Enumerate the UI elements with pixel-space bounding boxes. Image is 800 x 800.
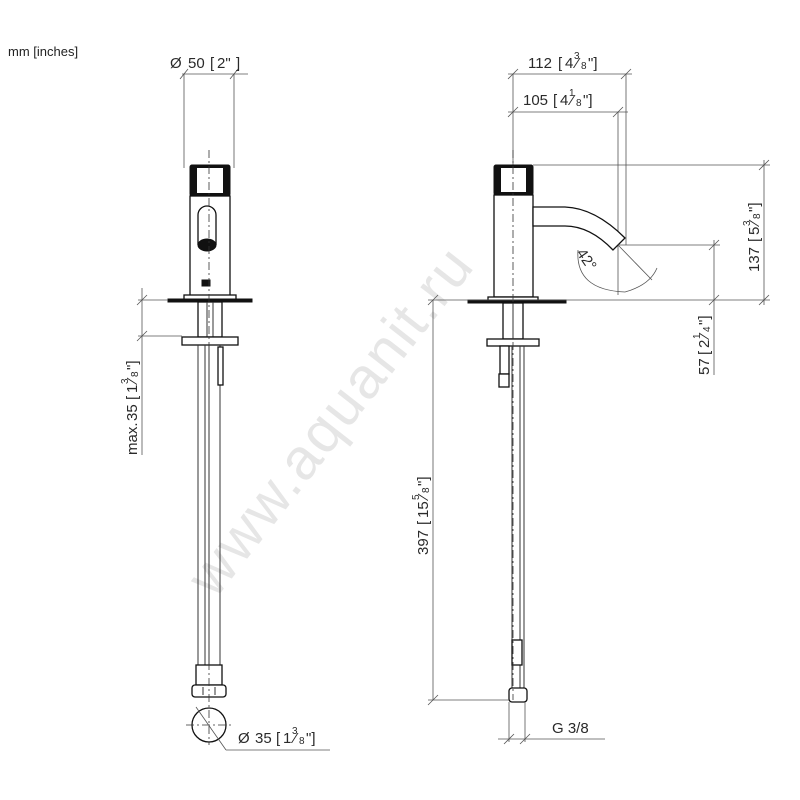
svg-text:397: 397 — [415, 530, 432, 555]
front-view: Ø 50 [ 2" ] — [120, 55, 330, 751]
svg-text:⁄: ⁄ — [567, 92, 576, 109]
units-label: mm [inches] — [8, 44, 79, 59]
svg-text:5: 5 — [411, 494, 422, 500]
svg-text:1: 1 — [283, 730, 291, 747]
svg-text:"]: "] — [696, 316, 713, 326]
svg-text:3: 3 — [292, 726, 298, 737]
svg-text:"]: "] — [415, 477, 432, 487]
svg-text:[: [ — [210, 55, 215, 72]
svg-text:[: [ — [553, 92, 558, 109]
svg-text:⁄: ⁄ — [290, 730, 299, 747]
svg-text:8: 8 — [752, 213, 763, 219]
svg-text:35: 35 — [124, 404, 141, 421]
dim-hose-length: 397 [ 15 5 ⁄ 8 "] — [411, 477, 432, 556]
svg-text:[: [ — [558, 55, 563, 72]
svg-text:8: 8 — [576, 98, 582, 109]
svg-text:8: 8 — [421, 487, 432, 493]
svg-text:Ø: Ø — [238, 730, 250, 747]
dim-overall-height: 137 [ 5 3 ⁄ 8 "] — [742, 203, 763, 273]
svg-text:"]: "] — [124, 361, 141, 371]
svg-text:42°: 42° — [573, 246, 600, 274]
svg-text:35: 35 — [255, 730, 272, 747]
svg-text:5: 5 — [746, 227, 763, 235]
svg-text:3: 3 — [742, 220, 753, 226]
dim-top-diameter: Ø 50 [ 2" ] — [170, 55, 240, 72]
svg-text:8: 8 — [130, 371, 141, 377]
svg-text:1: 1 — [124, 385, 141, 393]
svg-text:[: [ — [415, 520, 432, 525]
svg-text:8: 8 — [299, 736, 305, 747]
svg-text:[: [ — [746, 237, 763, 242]
svg-text:3: 3 — [120, 378, 131, 384]
svg-text:1: 1 — [692, 333, 703, 339]
svg-text:105: 105 — [523, 92, 548, 109]
svg-text:⁄: ⁄ — [415, 493, 432, 502]
svg-text:[: [ — [124, 395, 141, 400]
svg-text:137: 137 — [746, 247, 763, 272]
svg-text:max.: max. — [124, 422, 141, 455]
svg-text:50: 50 — [188, 55, 205, 72]
dim-spout-height: 57 [ 2 1 ⁄ 4 "] — [692, 316, 713, 376]
svg-text:⁄: ⁄ — [696, 332, 713, 341]
svg-text:2": 2" — [217, 55, 231, 72]
svg-text:[: [ — [276, 730, 281, 747]
svg-text:4: 4 — [565, 55, 573, 72]
dim-thread: G 3/8 — [552, 720, 589, 737]
dim-mount-thickness: max. 35 [ 1 3 ⁄ 8 "] — [120, 361, 141, 456]
svg-text:57: 57 — [696, 358, 713, 375]
svg-text:"]: "] — [746, 203, 763, 213]
side-view: 112 [ 4 3 ⁄ 8 "] 105 [ 4 1 ⁄ 8 "] — [411, 51, 770, 745]
dim-connector-diameter: Ø 35 [ 1 3 ⁄ 8 "] — [238, 726, 316, 747]
svg-text:⁄: ⁄ — [746, 219, 763, 228]
svg-text:⁄: ⁄ — [572, 55, 581, 72]
svg-text:Ø: Ø — [170, 55, 182, 72]
svg-text:2: 2 — [696, 340, 713, 348]
svg-text:"]: "] — [588, 55, 598, 72]
svg-text:]: ] — [236, 55, 240, 72]
dim-spout-angle: 42° — [573, 246, 600, 274]
svg-text:⁄: ⁄ — [124, 377, 141, 386]
svg-text:112: 112 — [528, 55, 552, 72]
svg-text:8: 8 — [581, 61, 587, 72]
svg-text:[: [ — [696, 350, 713, 355]
svg-text:"]: "] — [306, 730, 316, 747]
dim-spout-reach: 105 [ 4 1 ⁄ 8 "] — [523, 88, 593, 109]
dim-overall-reach: 112 [ 4 3 ⁄ 8 "] — [528, 51, 598, 72]
svg-text:4: 4 — [560, 92, 568, 109]
svg-text:"]: "] — [583, 92, 593, 109]
svg-text:3: 3 — [574, 51, 580, 62]
svg-text:4: 4 — [702, 326, 713, 332]
svg-text:1: 1 — [569, 88, 575, 99]
svg-text:15: 15 — [415, 501, 432, 518]
